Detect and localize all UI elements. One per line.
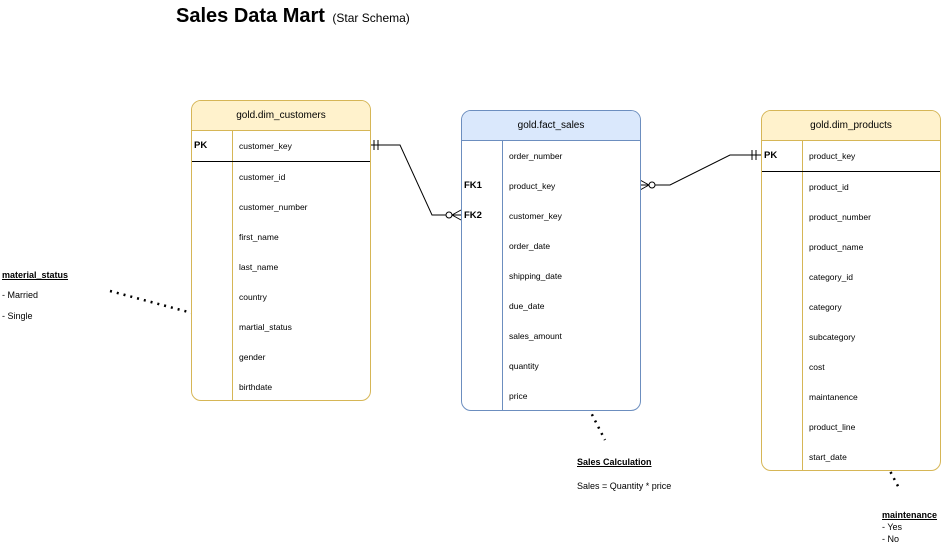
key-column-divider (192, 131, 233, 400)
note-title: maintenance (882, 510, 938, 520)
key-column-divider (462, 141, 503, 410)
field-row: shipping_date (462, 261, 640, 291)
field-name: order_number (509, 151, 563, 161)
field-name: first_name (239, 232, 279, 242)
field-name: category (809, 302, 842, 312)
field-name: price (509, 391, 528, 401)
field-name: customer_number (239, 202, 308, 212)
diagram-title: Sales Data Mart (Star Schema) (176, 5, 410, 28)
field-name: start_date (809, 452, 847, 462)
sales-calculation-note: Sales Calculation Sales = Quantity * pri… (577, 456, 671, 492)
marital-note-connector (109, 289, 223, 323)
pk-label: PK (764, 150, 778, 161)
zero-many-marker (648, 181, 656, 189)
note-text: Sales = Quantity * price (577, 481, 672, 491)
field-row: product_name (762, 232, 940, 262)
field-name: martial_status (239, 322, 292, 332)
field-name: cost (809, 362, 825, 372)
customer-relationship-line (370, 144, 461, 216)
field-row: first_name (192, 222, 370, 252)
field-row: order_number (462, 141, 640, 171)
field-row: category (762, 292, 940, 322)
page-title: Sales Data Mart (176, 5, 325, 27)
field-row: category_id (762, 262, 940, 292)
crowfoot-marker (639, 184, 650, 191)
field-row: customer_number (192, 192, 370, 222)
table-fact-sales[interactable]: gold.fact_sales order_number FK1 product… (461, 110, 641, 411)
field-name: shipping_date (509, 271, 562, 281)
fk1-label: FK1 (464, 180, 482, 191)
field-row: birthdate (192, 372, 370, 400)
key-column-divider (762, 141, 803, 470)
field-row: product_number (762, 202, 940, 232)
field-name: category_id (809, 272, 853, 282)
marital-status-note: material_status - Married - Single (2, 269, 68, 322)
field-row: maintanence (762, 382, 940, 412)
table-dim-products[interactable]: gold.dim_products PK product_key product… (761, 110, 941, 471)
product-relationship-line (640, 154, 762, 186)
field-name: product_line (809, 422, 856, 432)
table-header: gold.fact_sales (462, 111, 640, 141)
field-row: country (192, 282, 370, 312)
crowfoot-marker (639, 179, 650, 186)
field-row: product_line (762, 412, 940, 442)
note-title: Sales Calculation (577, 457, 652, 467)
field-row: gender (192, 342, 370, 372)
note-item: - No (882, 534, 900, 544)
field-name: country (239, 292, 267, 302)
pk-label: PK (194, 140, 208, 151)
field-name: customer_key (509, 211, 562, 221)
note-item: - Married (2, 290, 39, 300)
field-name: product_number (809, 212, 871, 222)
field-name: product_id (809, 182, 849, 192)
field-row: subcategory (762, 322, 940, 352)
field-name: last_name (239, 262, 279, 272)
table-header: gold.dim_customers (192, 101, 370, 131)
field-row: product_id (762, 172, 940, 202)
field-row: start_date (762, 442, 940, 470)
field-name: sales_amount (509, 331, 562, 341)
field-name: maintanence (809, 392, 858, 402)
note-item: - Single (2, 311, 33, 321)
field-row: due_date (462, 291, 640, 321)
field-name: customer_id (239, 172, 286, 182)
maintenance-note: maintenance - Yes - No (882, 509, 937, 545)
field-row: cost (762, 352, 940, 382)
field-name: subcategory (809, 332, 856, 342)
fk1-row: FK1 product_key (462, 171, 640, 201)
field-customer-key: customer_key (239, 141, 292, 151)
field-name: product_name (809, 242, 864, 252)
page-subtitle: (Star Schema) (332, 11, 410, 25)
fk2-row: FK2 customer_key (462, 201, 640, 231)
field-row: price (462, 381, 640, 410)
field-product-key: product_key (809, 151, 856, 161)
crowfoot-marker (451, 214, 462, 221)
field-row: order_date (462, 231, 640, 261)
field-name: due_date (509, 301, 545, 311)
field-row: sales_amount (462, 321, 640, 351)
field-name: order_date (509, 241, 551, 251)
field-row: customer_id (192, 162, 370, 192)
field-name: gender (239, 352, 266, 362)
note-item: - Yes (882, 522, 903, 532)
zero-many-marker (445, 211, 453, 219)
note-title: material_status (2, 270, 69, 280)
field-row: martial_status (192, 312, 370, 342)
crowfoot-marker (451, 209, 462, 216)
field-name: birthdate (239, 382, 273, 392)
field-row: last_name (192, 252, 370, 282)
field-name: quantity (509, 361, 539, 371)
table-header: gold.dim_products (762, 111, 940, 141)
field-name: product_key (509, 181, 556, 191)
pk-row: PK customer_key (192, 131, 370, 162)
pk-row: PK product_key (762, 141, 940, 172)
field-row: quantity (462, 351, 640, 381)
fk2-label: FK2 (464, 210, 482, 221)
table-dim-customers[interactable]: gold.dim_customers PK customer_key custo… (191, 100, 371, 401)
